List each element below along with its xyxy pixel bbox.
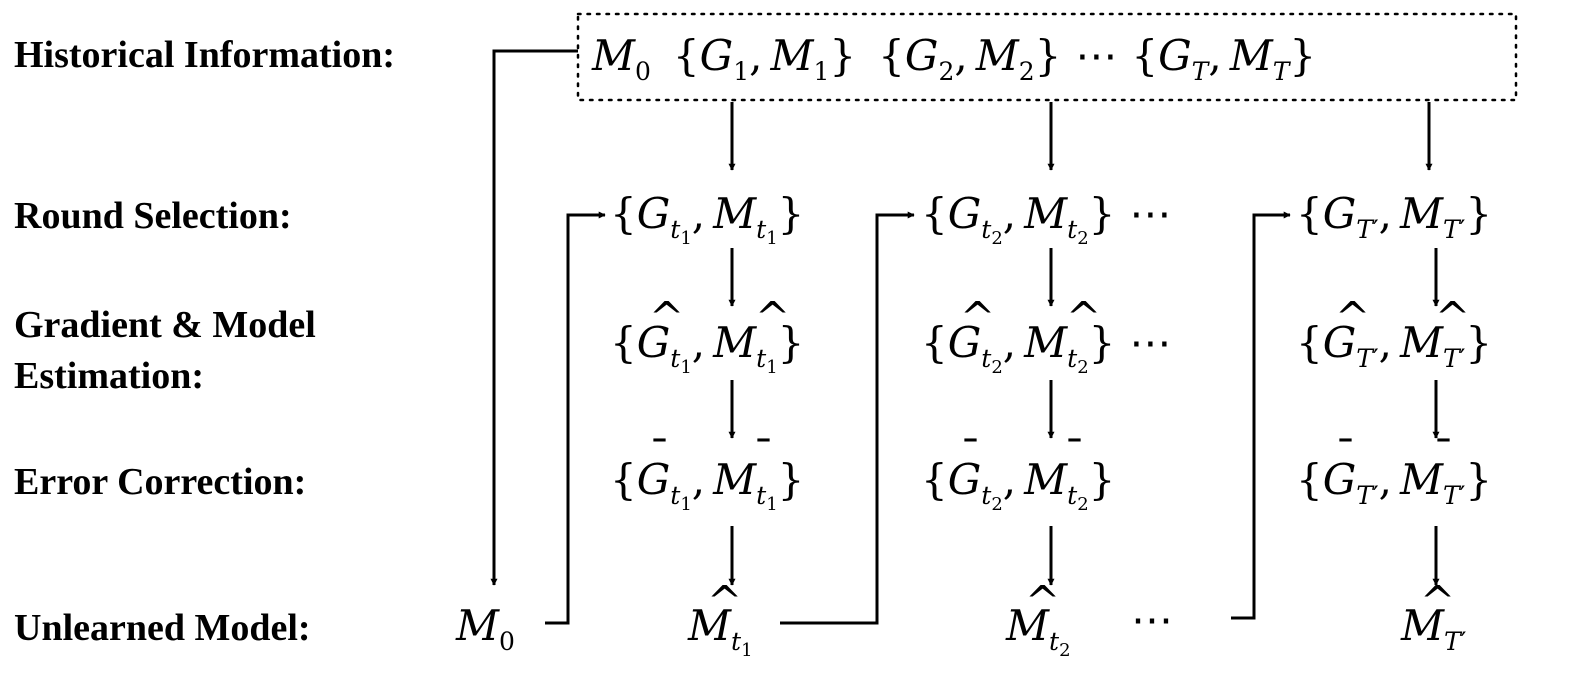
svg-text:¯: ¯	[1433, 431, 1454, 480]
row-label-round-selection: Round Selection:	[14, 195, 292, 237]
svg-text:{Gt2,Mt2}⋯: {Gt2,Mt2}⋯	[921, 318, 1171, 378]
svg-text:^: ^	[755, 293, 790, 342]
historical-to-m0-arrow	[490, 49, 578, 586]
error-correction-T-prime: ¯ ¯ {GT′,MT′}	[1296, 431, 1492, 510]
svg-text:{Gt2,Mt2}⋯: {Gt2,Mt2}⋯	[921, 189, 1171, 249]
svg-text:{GT′,MT′}: {GT′,MT′}	[1296, 455, 1492, 510]
mhat-t2-to-round-T-arrow	[1231, 211, 1291, 620]
svg-text:{Gt1,Mt1}: {Gt1,Mt1}	[610, 455, 804, 515]
historical-information-box	[576, 12, 1518, 102]
svg-text:Mt1: Mt1	[687, 601, 753, 661]
svg-text:^: ^	[707, 577, 742, 626]
svg-text:¯: ¯	[753, 431, 774, 480]
svg-text:{Gt2,Mt2}: {Gt2,Mt2}	[921, 455, 1115, 515]
svg-text:¯: ¯	[649, 431, 670, 480]
row-label-error-correction: Error Correction:	[14, 461, 306, 503]
svg-text:^: ^	[960, 293, 995, 342]
error-correction-t1: ¯ ¯ {Gt1,Mt1}	[610, 431, 804, 515]
mhat-t1-to-round-t2-arrow	[780, 211, 915, 625]
svg-text:{GT′,MT′}: {GT′,MT′}	[1296, 318, 1492, 373]
svg-text:{Gt1,Mt1}: {Gt1,Mt1}	[610, 318, 804, 378]
unlearned-mhat-T-prime: ^ MT′	[1400, 577, 1467, 656]
svg-text:{GT′,MT′}: {GT′,MT′}	[1296, 189, 1492, 244]
svg-text:^: ^	[1025, 577, 1060, 626]
svg-text:Mt2: Mt2	[1005, 601, 1071, 661]
round-selection-t1: {Gt1,Mt1}	[610, 189, 804, 249]
svg-text:¯: ¯	[1064, 431, 1085, 480]
unlearned-m0: M0	[455, 601, 515, 656]
svg-text:^: ^	[649, 293, 684, 342]
m0-to-round-t1-arrow	[545, 211, 606, 625]
historical-sequence: M0 {G1,M1} {G2,M2} ⋯ {GT,MT}	[591, 31, 1316, 86]
svg-text:^: ^	[1066, 293, 1101, 342]
round-selection-T-prime: {GT′,MT′}	[1296, 189, 1492, 244]
ellipsis-unlearned: ⋯	[1131, 595, 1173, 644]
estimation-t2: ^ ^ {Gt2,Mt2}⋯	[921, 293, 1171, 378]
svg-text:M0: M0	[455, 601, 515, 656]
estimation-t1: ^ ^ {Gt1,Mt1}	[610, 293, 804, 378]
estimation-T-prime: ^ ^ {GT′,MT′}	[1296, 293, 1492, 373]
svg-text:^: ^	[1335, 293, 1370, 342]
svg-text:{Gt1,Mt1}: {Gt1,Mt1}	[610, 189, 804, 249]
svg-text:MT′: MT′	[1400, 601, 1467, 656]
svg-text:¯: ¯	[960, 431, 981, 480]
round-selection-t2: {Gt2,Mt2}⋯	[921, 189, 1171, 249]
row-label-gradient-model-estimation-2: Estimation:	[14, 355, 204, 397]
svg-text:^: ^	[1420, 577, 1455, 626]
svg-text:M0 {G1,M1} {G2,M2}: M0 {G1,M1} {G2,M2} ⋯ {GT,MT}	[591, 31, 1316, 86]
svg-text:¯: ¯	[1335, 431, 1356, 480]
unlearned-mhat-t1: ^ Mt1	[687, 577, 753, 661]
row-label-unlearned-model: Unlearned Model:	[14, 607, 311, 649]
row-label-gradient-model-estimation-1: Gradient & Model	[14, 304, 316, 346]
svg-text:^: ^	[1435, 293, 1470, 342]
error-correction-t2: ¯ ¯ {Gt2,Mt2}	[921, 431, 1115, 515]
unlearned-mhat-t2: ^ Mt2 ⋯	[1005, 577, 1173, 661]
row-label-historical-information: Historical Information:	[14, 34, 395, 76]
